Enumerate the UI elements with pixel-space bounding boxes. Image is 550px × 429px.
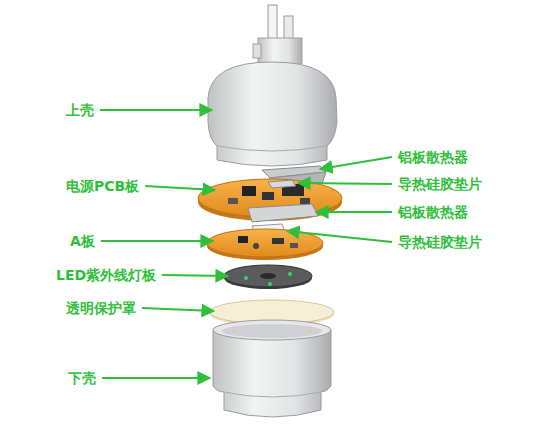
leader-arrow bbox=[316, 211, 392, 213]
leader-arrow bbox=[145, 186, 215, 190]
connector-plug bbox=[253, 5, 302, 64]
leader-arrow bbox=[162, 275, 228, 276]
part-label: 铝板散热器 bbox=[398, 149, 468, 166]
leader-arrow bbox=[142, 308, 214, 311]
lower-shell bbox=[213, 320, 331, 417]
leader-arrow bbox=[101, 240, 213, 242]
leader-arrow bbox=[298, 183, 392, 184]
leader-arrow bbox=[287, 231, 392, 242]
aluminium-heatsink bbox=[248, 204, 318, 222]
part-label: 导热硅胶垫片 bbox=[398, 234, 482, 251]
part-label: 电源PCB板 bbox=[66, 178, 139, 195]
part-label: LED紫外线灯板 bbox=[56, 267, 156, 284]
led-uv-board bbox=[224, 265, 312, 289]
power-pcb bbox=[198, 179, 342, 221]
part-label: 下壳 bbox=[68, 370, 96, 387]
upper-shell bbox=[208, 62, 337, 166]
part-label: A板 bbox=[70, 233, 95, 250]
part-label: 铝板散热器 bbox=[398, 204, 468, 221]
leader-arrow bbox=[102, 377, 210, 379]
part-label: 上壳 bbox=[66, 102, 94, 119]
part-label: 导热硅胶垫片 bbox=[398, 176, 482, 193]
leader-arrow bbox=[100, 109, 212, 111]
part-label: 透明保护罩 bbox=[66, 300, 136, 317]
leader-arrow bbox=[320, 157, 392, 169]
